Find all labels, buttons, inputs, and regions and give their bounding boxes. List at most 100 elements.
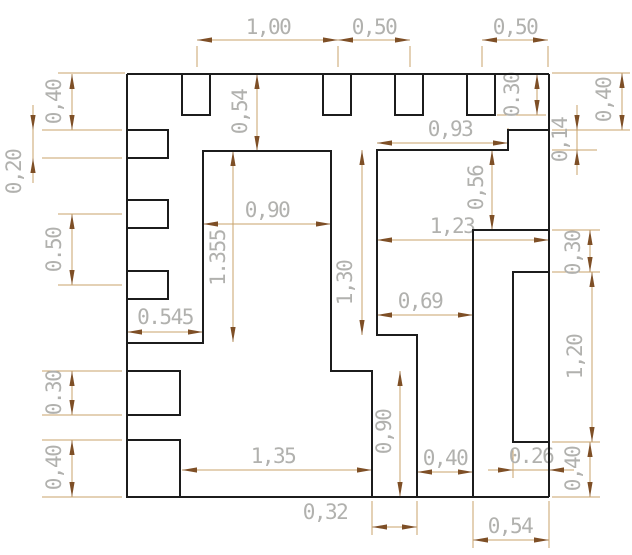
dimension-arrowhead bbox=[489, 150, 495, 165]
dimension-arrowhead bbox=[30, 115, 36, 130]
dimension-arrowhead bbox=[377, 312, 392, 318]
part-pad bbox=[126, 370, 181, 416]
dimension-arrowhead bbox=[534, 237, 549, 243]
dim-label: 0.30 bbox=[500, 72, 524, 117]
dimension-arrowhead bbox=[372, 524, 387, 530]
dimension-arrowhead bbox=[338, 37, 353, 43]
part-pad bbox=[126, 129, 169, 159]
dim-label: 0,56 bbox=[464, 165, 488, 210]
dimension-arrowhead bbox=[473, 537, 488, 543]
dimension-arrowhead bbox=[377, 237, 392, 243]
dimension-arrowhead bbox=[489, 215, 495, 230]
dimension-arrowhead bbox=[359, 320, 365, 335]
part-pad bbox=[126, 439, 181, 498]
dim-label: 1,20 bbox=[563, 334, 587, 379]
dim-label: 0,40 bbox=[42, 445, 66, 490]
dimension-arrowhead bbox=[182, 467, 197, 473]
dimension-arrowhead bbox=[587, 482, 593, 497]
dimension-arrowhead bbox=[357, 467, 372, 473]
dim-label: 0,54 bbox=[228, 89, 252, 134]
dimension-arrowhead bbox=[574, 115, 580, 130]
dimension-arrowhead bbox=[587, 442, 593, 457]
dimension-arrowhead bbox=[69, 482, 75, 497]
dim-label: 1,35 bbox=[251, 444, 296, 468]
dimension-arrowhead bbox=[458, 469, 473, 475]
dim-label: 0,20 bbox=[2, 149, 26, 194]
dim-label: 1,23 bbox=[430, 214, 475, 238]
part-pad bbox=[512, 271, 550, 443]
dim-label: 0,40 bbox=[561, 446, 585, 491]
dim-label: 0,54 bbox=[488, 514, 533, 538]
dimension-arrowhead bbox=[533, 37, 548, 43]
dimension-arrowhead bbox=[402, 524, 417, 530]
dimension-arrowhead bbox=[69, 74, 75, 89]
dim-label: 0,40 bbox=[592, 77, 616, 122]
dimension-arrowhead bbox=[69, 115, 75, 130]
part-pad bbox=[466, 73, 496, 116]
dimension-arrowhead bbox=[254, 74, 260, 89]
part-pad bbox=[126, 199, 169, 229]
dimension-arrowhead bbox=[203, 221, 218, 227]
dimension-arrowhead bbox=[534, 537, 549, 543]
dimension-arrowhead bbox=[493, 140, 508, 146]
dimension-arrowhead bbox=[30, 158, 36, 173]
dim-label: 0,50 bbox=[493, 15, 538, 39]
dimension-arrowhead bbox=[127, 329, 142, 335]
dimension-arrowhead bbox=[619, 73, 625, 88]
dim-label: 0.30 bbox=[42, 370, 66, 415]
dim-label: 0.50 bbox=[42, 227, 66, 272]
dimension-arrowhead bbox=[482, 37, 497, 43]
dimension-arrowhead bbox=[619, 115, 625, 130]
dimension-arrowhead bbox=[397, 371, 403, 386]
dimension-arrowhead bbox=[69, 270, 75, 285]
dim-label: 0,93 bbox=[428, 117, 473, 141]
dimension-arrowhead bbox=[417, 469, 432, 475]
dimension-arrowhead bbox=[316, 221, 331, 227]
dimension-arrowhead bbox=[458, 312, 473, 318]
dim-label: 0,90 bbox=[245, 198, 290, 222]
dimension-arrowhead bbox=[377, 140, 392, 146]
dim-label: 0,50 bbox=[352, 15, 397, 39]
dim-label: 1.355 bbox=[206, 230, 230, 286]
dimension-arrowhead bbox=[254, 136, 260, 151]
dim-label: 0,32 bbox=[303, 500, 348, 524]
part-pad bbox=[394, 73, 424, 116]
part-inner-wall bbox=[472, 229, 549, 497]
dimension-arrowhead bbox=[197, 37, 212, 43]
dim-label: 1,30 bbox=[333, 260, 357, 305]
dimension-arrowhead bbox=[534, 100, 540, 115]
dimension-arrowhead bbox=[359, 150, 365, 165]
dimension-arrowhead bbox=[230, 151, 236, 166]
dimension-arrowhead bbox=[587, 257, 593, 272]
dim-label: 0,30 bbox=[561, 230, 585, 275]
dim-label: 0,69 bbox=[398, 289, 443, 313]
dimension-arrowhead bbox=[549, 467, 564, 473]
dimension-arrowhead bbox=[69, 371, 75, 386]
dim-label: 0,40 bbox=[42, 79, 66, 124]
dimension-arrowhead bbox=[587, 230, 593, 245]
part-pad bbox=[181, 73, 211, 116]
part-pad bbox=[322, 73, 352, 116]
part-inner-wall bbox=[127, 150, 373, 497]
dimension-arrowhead bbox=[230, 327, 236, 342]
dim-label: 0.26 bbox=[509, 444, 554, 468]
dimension-arrowhead bbox=[188, 329, 203, 335]
dimension-arrowhead bbox=[397, 482, 403, 497]
part-pad bbox=[126, 270, 169, 300]
dimension-arrowhead bbox=[574, 150, 580, 165]
dimension-arrowhead bbox=[498, 467, 513, 473]
dim-label: 0,40 bbox=[423, 446, 468, 470]
dimension-arrowhead bbox=[69, 440, 75, 455]
dimension-arrowhead bbox=[395, 37, 410, 43]
dimension-arrowhead bbox=[323, 37, 338, 43]
dimension-arrowhead bbox=[534, 74, 540, 89]
dim-label: 0.545 bbox=[137, 305, 193, 329]
dimension-arrowhead bbox=[589, 427, 595, 442]
dim-label: 0,90 bbox=[372, 409, 396, 454]
dimension-arrowhead bbox=[69, 214, 75, 229]
dimension-arrowhead bbox=[69, 400, 75, 415]
dim-label: 0,14 bbox=[548, 117, 572, 162]
part-inner-wall bbox=[376, 129, 549, 497]
